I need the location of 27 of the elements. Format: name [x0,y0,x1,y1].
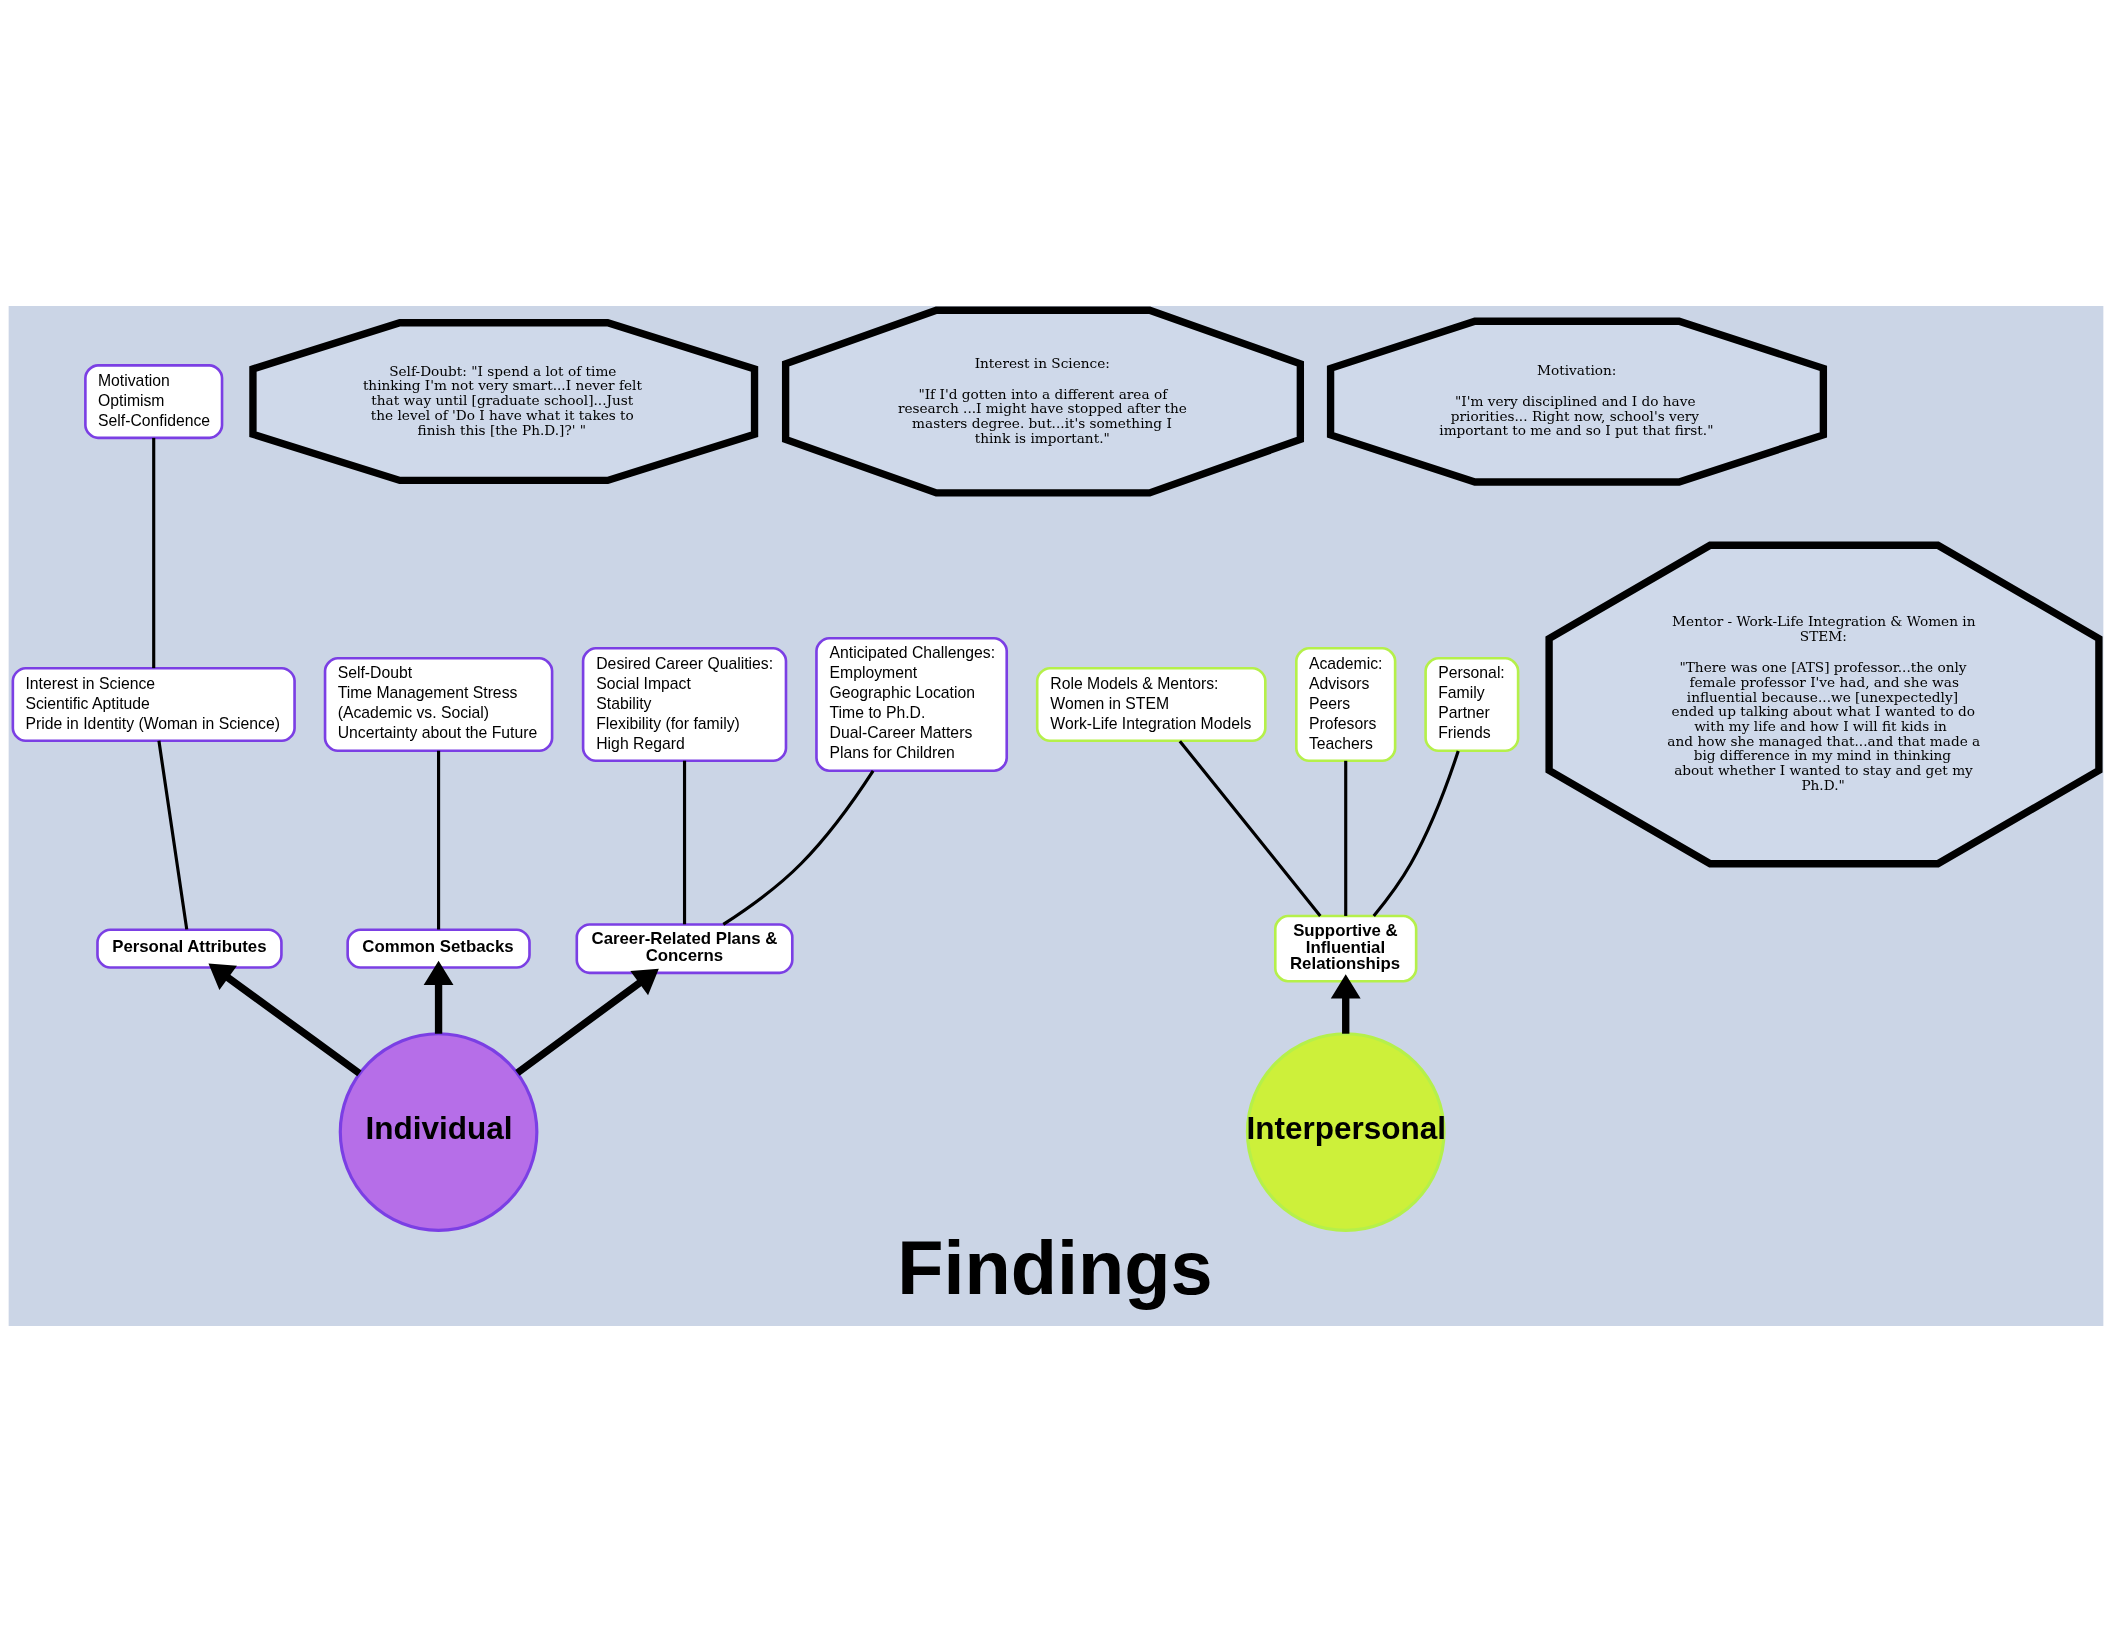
diagram-title: Findings [897,1225,1213,1311]
connector [152,437,156,669]
connector [157,740,189,930]
arrow [515,968,659,1076]
connector [722,769,875,926]
node-box: Motivation Optimism Self-Confidence [84,364,224,440]
arrow [208,963,362,1077]
connector [437,750,441,930]
arrow [423,960,454,1034]
node-box: Personal Attributes [96,928,283,969]
node-box: Supportive & Influential Relationships [1273,914,1418,983]
node-box: Anticipated Challenges: Employment Geographic Location Time to Ph.D. Dual-Career Matters Plans for Children [815,636,1009,773]
connector [682,760,687,925]
arrow [1330,974,1361,1034]
connector [1178,740,1322,917]
node-box: Personal: Family Partner Friends [1424,656,1520,753]
node-circle: Individual [338,1032,539,1232]
node-circle: Interpersonal [1245,1032,1446,1232]
node-box: Interest in Science Scientific Aptitude Pride in Identity (Woman in Science) [11,666,296,743]
node-box: Desired Career Qualities: Social Impact Stability Flexibility (for family) High Regard [581,646,788,763]
node-box: Self-Doubt Time Management Stress (Academic vs. Social) Uncertainty about the Future [323,656,554,753]
node-box: Common Setbacks [346,928,531,969]
connector [1372,750,1460,917]
connector [1344,760,1348,916]
node-box: Role Models & Mentors: Women in STEM Work-Life Integration Models [1035,666,1267,743]
node-box: Career-Related Plans & Concerns [575,923,794,975]
node-box: Academic: Advisors Peers Profesors Teachers [1295,646,1397,763]
